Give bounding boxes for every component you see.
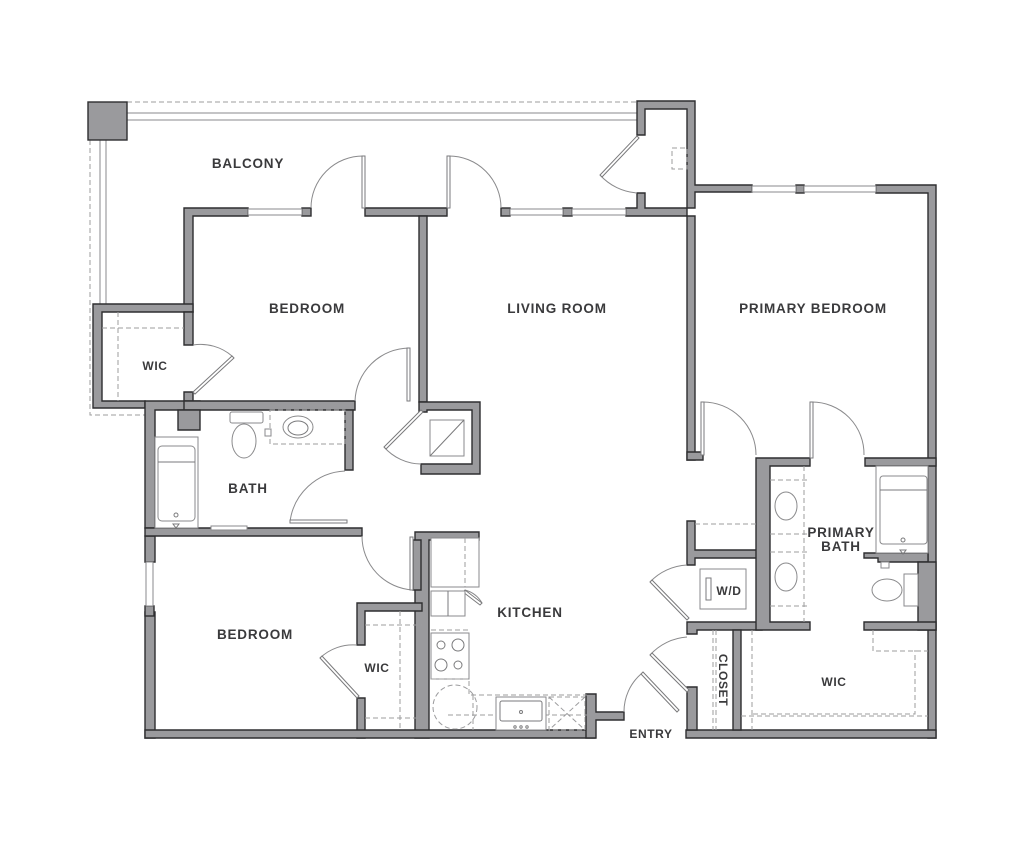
label-bedroom-1: BEDROOM — [269, 301, 345, 316]
label-kitchen: KITCHEN — [497, 605, 563, 620]
kitchen-sink — [495, 696, 547, 731]
bath-sink — [264, 409, 346, 445]
balcony-railing-top — [126, 112, 638, 121]
label-primary-bath-2: BATH — [821, 539, 861, 554]
label-primary-bedroom: PRIMARY BEDROOM — [739, 301, 887, 316]
label-entry: ENTRY — [629, 727, 672, 741]
balcony-column — [87, 101, 128, 141]
label-wic-bedroom-1: WIC — [142, 359, 167, 373]
label-wic-primary: WIC — [821, 675, 846, 689]
label-wic-bedroom-2: WIC — [364, 661, 389, 675]
walls — [92, 100, 937, 739]
windows — [145, 185, 877, 607]
range — [430, 632, 470, 680]
label-closet: CLOSET — [716, 654, 730, 706]
bathtub — [154, 436, 199, 529]
label-living-room: LIVING ROOM — [507, 301, 607, 316]
fixtures — [102, 147, 929, 731]
label-bedroom-2: BEDROOM — [217, 627, 293, 642]
balcony-area — [87, 101, 638, 416]
primary-bathtub — [875, 465, 929, 555]
label-laundry: W/D — [716, 584, 741, 598]
label-bath: BATH — [228, 481, 268, 496]
toilet — [229, 411, 264, 459]
doors — [192, 135, 865, 713]
label-primary-bath-1: PRIMARY — [807, 525, 874, 540]
dishwasher — [548, 696, 586, 731]
label-balcony: BALCONY — [212, 156, 284, 171]
double-vanity — [770, 466, 810, 622]
balcony-railing-left — [99, 139, 107, 306]
refrigerator — [430, 537, 480, 588]
room-labels: BALCONY BEDROOM LIVING ROOM PRIMARY BEDR… — [142, 156, 886, 741]
primary-toilet — [871, 561, 919, 607]
